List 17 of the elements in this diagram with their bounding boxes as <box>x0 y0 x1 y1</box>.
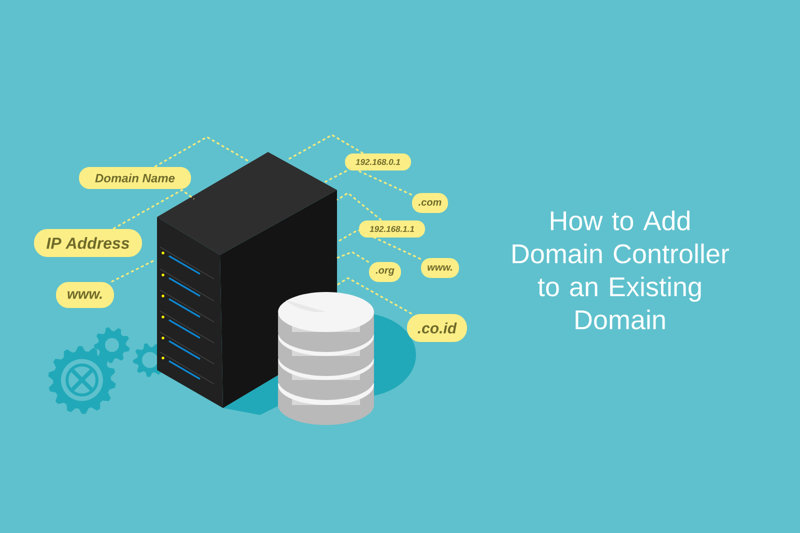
tag-label: .org <box>369 262 401 282</box>
title: How to Add Domain Controller to an Existing Domain <box>512 210 730 330</box>
tag-label: www. <box>56 282 114 308</box>
dashed-line <box>112 189 194 230</box>
dashed-line <box>286 134 364 161</box>
tag-label: .com <box>412 193 448 213</box>
dashed-line <box>324 167 412 196</box>
dashed-line <box>111 259 156 283</box>
dashed-line <box>154 136 250 168</box>
tag-label: IP Address <box>34 229 142 257</box>
tag-label: .co.id <box>407 314 467 342</box>
dashed-line <box>336 251 370 263</box>
dashed-line <box>336 229 422 260</box>
tag-label: Domain Name <box>79 167 191 189</box>
dashed-line <box>336 277 412 314</box>
tag-label: www. <box>421 258 459 278</box>
dashed-line <box>336 192 382 221</box>
